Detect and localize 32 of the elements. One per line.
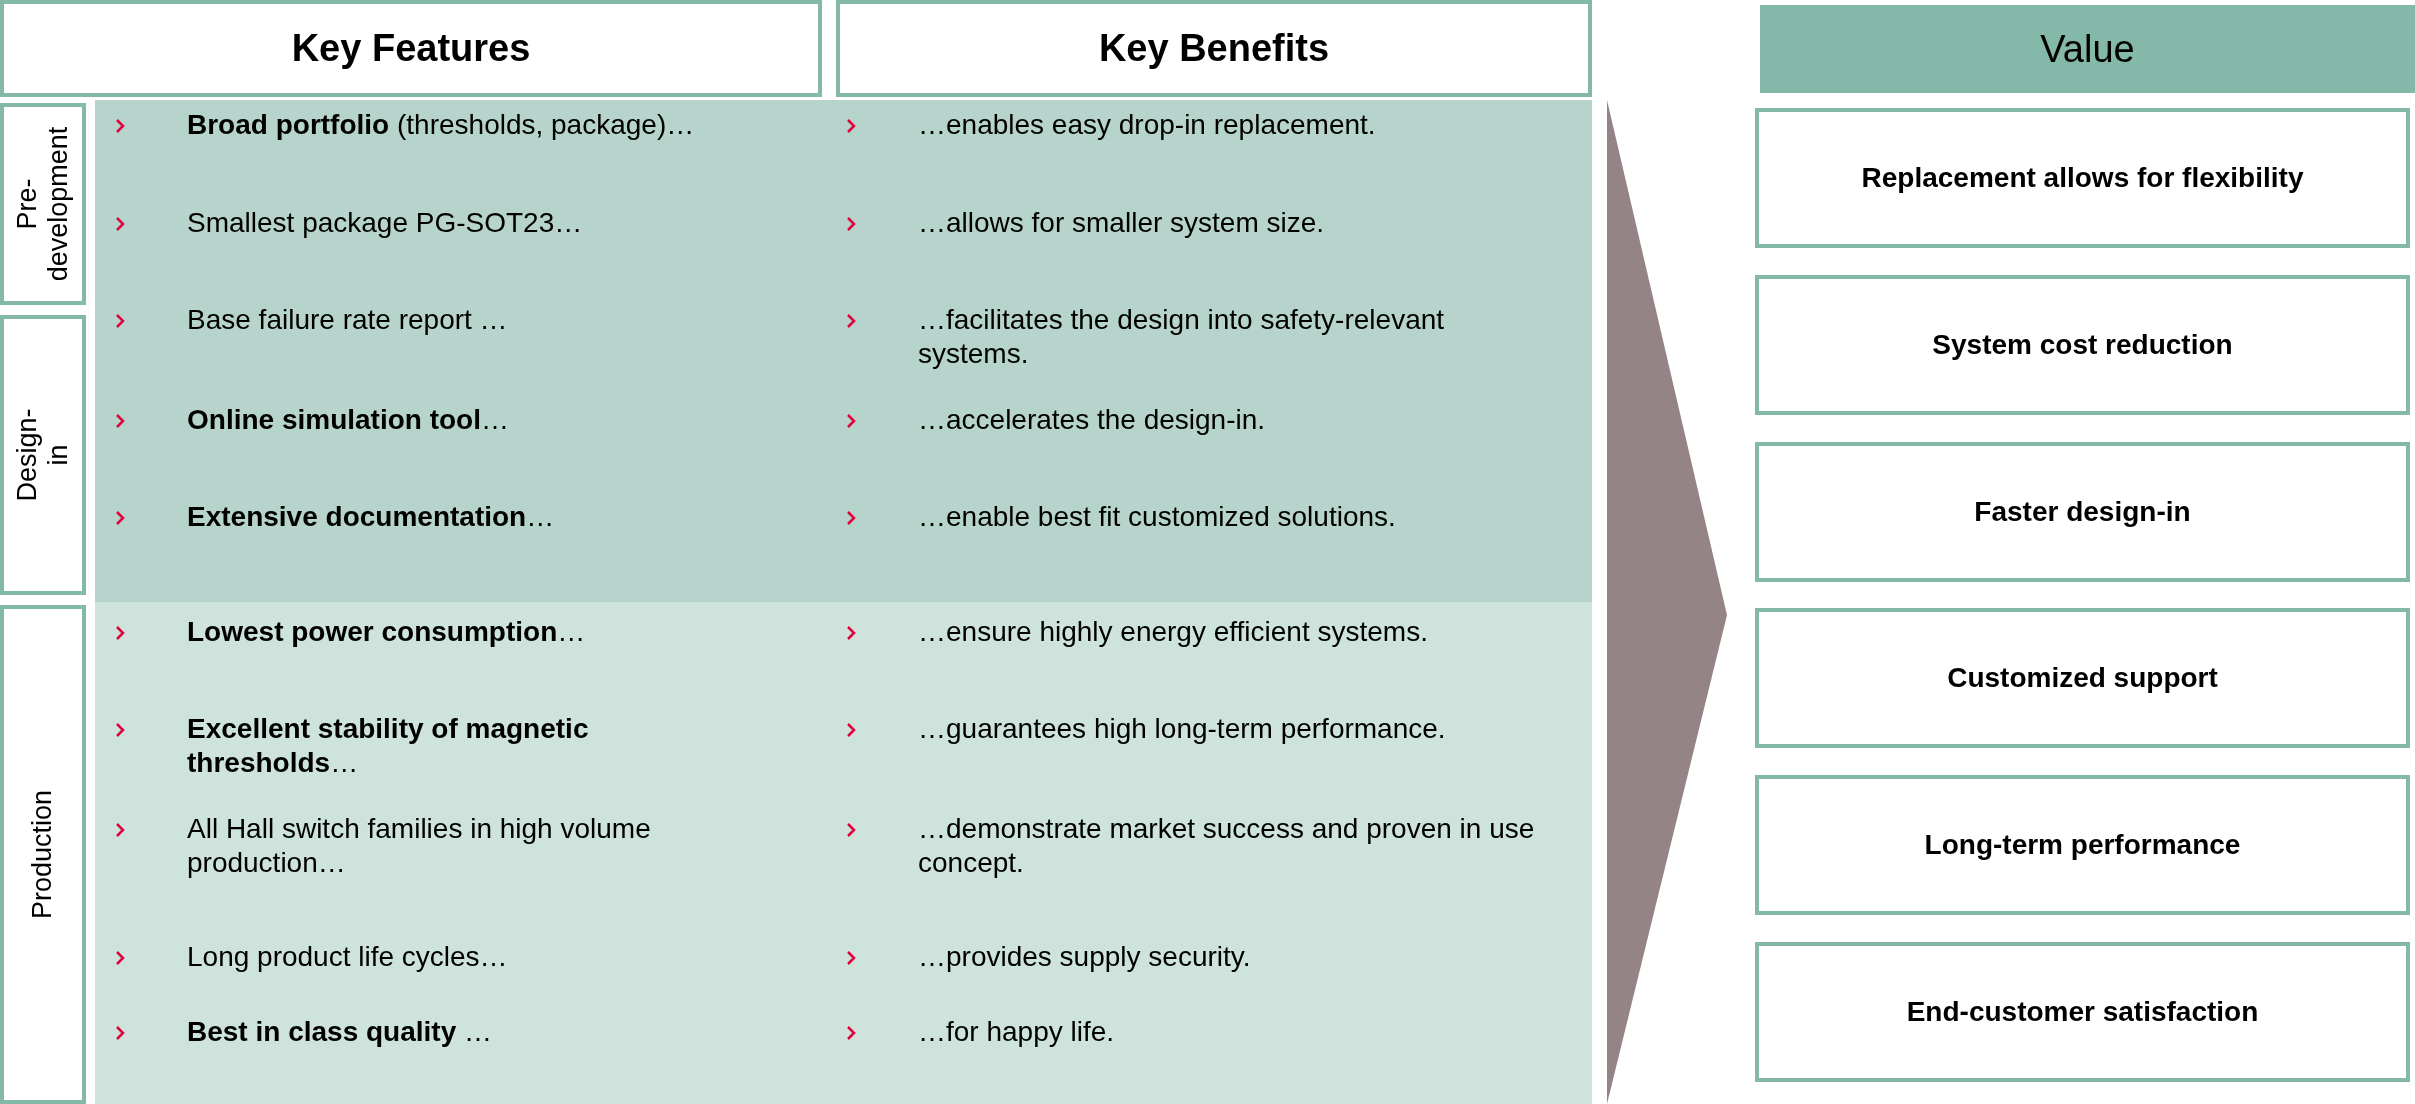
value-box: End-customer satisfaction xyxy=(1755,942,2410,1082)
benefit-text: …provides supply security. xyxy=(918,940,1252,974)
feature-text: Smallest package PG-SOT23… xyxy=(187,206,584,240)
column-header: Key Benefits xyxy=(836,0,1592,97)
feature-text: Best in class quality … xyxy=(187,1015,493,1049)
value-box: Replacement allows for flexibility xyxy=(1755,108,2410,248)
feature-text: Extensive documentation… xyxy=(187,500,556,534)
phase-band: Production xyxy=(0,605,86,1104)
phase-band: Pre-development xyxy=(0,103,86,305)
phase-band: Design-in xyxy=(0,315,86,595)
benefit-text: …enable best fit customized solutions. xyxy=(918,500,1397,534)
benefit-text: …enables easy drop-in replacement. xyxy=(918,108,1377,142)
benefit-text: …for happy life. xyxy=(918,1015,1116,1049)
benefit-text: …guarantees high long-term performance. xyxy=(918,712,1447,746)
value-box: Faster design-in xyxy=(1755,442,2410,582)
feature-text: All Hall switch families in high volume production… xyxy=(187,812,652,880)
benefit-text: …accelerates the design-in. xyxy=(918,403,1267,437)
benefit-text: …demonstrate market success and proven in use concept. xyxy=(918,812,1536,880)
value-box: Customized support xyxy=(1755,608,2410,748)
feature-text: Long product life cycles… xyxy=(187,940,509,974)
value-box: System cost reduction xyxy=(1755,275,2410,415)
column-header: Key Features xyxy=(0,0,822,97)
benefit-text: …ensure highly energy efficient systems. xyxy=(918,615,1429,649)
column-header: Value xyxy=(1760,5,2415,93)
feature-text: Base failure rate report … xyxy=(187,303,509,337)
feature-text: Online simulation tool… xyxy=(187,403,510,437)
feature-text: Broad portfolio (thresholds, package)… xyxy=(187,108,696,142)
benefit-text: …facilitates the design into safety-relevant systems. xyxy=(918,303,1446,371)
benefit-text: …allows for smaller system size. xyxy=(918,206,1326,240)
value-box: Long-term performance xyxy=(1755,775,2410,915)
feature-text: Excellent stability of magnetic thresholds… xyxy=(187,712,590,780)
feature-text: Lowest power consumption… xyxy=(187,615,587,649)
